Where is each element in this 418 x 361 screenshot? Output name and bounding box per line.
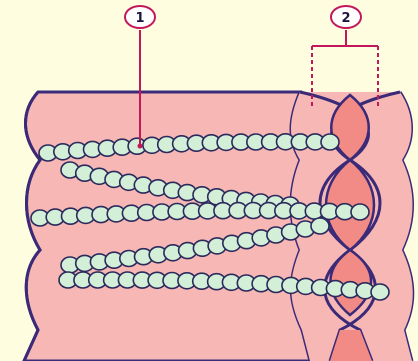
bead — [311, 218, 329, 234]
fiber-body — [24, 92, 310, 361]
callout-1-pointer-dot — [138, 144, 143, 149]
bead — [371, 284, 389, 300]
bead — [321, 134, 339, 150]
callout-1-label: 1 — [135, 11, 144, 26]
callout-2-label: 2 — [341, 11, 350, 26]
callout-1-badge: 1 — [125, 6, 155, 28]
bead — [351, 204, 369, 220]
callout-2-badge: 2 — [331, 6, 361, 28]
